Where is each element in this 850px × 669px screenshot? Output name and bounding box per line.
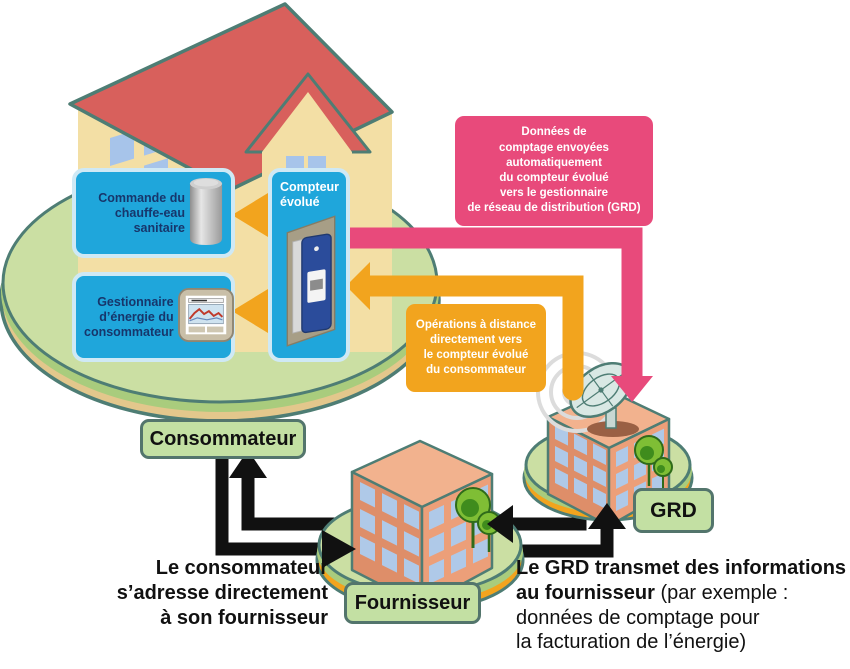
energy-display-icon [177, 287, 234, 347]
grd-label: GRD [633, 488, 714, 533]
water-heater-label: Commande du chauffe-eau sanitaire [98, 190, 185, 235]
meter-command-arrowheads [232, 193, 268, 333]
supplier-label: Fournisseur [344, 582, 481, 624]
smart-meter-icon [286, 215, 336, 347]
metering-data-arrow [350, 227, 653, 402]
water-heater-cylinder-icon [189, 175, 223, 252]
consumer-supplier-caption: Le consommateur s’adresse directement à … [116, 557, 328, 629]
metering-data-callout: Données de comptage envoyées automatique… [455, 116, 653, 226]
energy-manager-label: Gestionnaire d’énergie du consommateur [84, 294, 174, 339]
arrow-consumer-to-supplier [215, 450, 330, 556]
remote-operations-callout: Opérations à distance directement vers l… [406, 304, 546, 392]
energy-manager-box: Gestionnaire d’énergie du consommateur [72, 272, 235, 362]
consumer-label: Consommateur [140, 419, 306, 459]
tree-icon [455, 487, 501, 552]
smart-meter-box: Compteur évolué [268, 168, 350, 362]
grd-supplier-caption: Le GRD transmet des informations au four… [516, 556, 850, 655]
grd-supplier-caption-bold: Le GRD transmet des informations au four… [516, 557, 847, 604]
grd-supplier-caption-regular: (par exemple : données de comptage pour … [516, 581, 789, 654]
water-heater-control-box: Commande du chauffe-eau sanitaire [72, 168, 235, 258]
smart-meter-label: Compteur évolué [280, 180, 340, 209]
actor-arrowheads [229, 450, 626, 568]
remote-operations-arrow [346, 262, 584, 401]
tree-icon [634, 435, 673, 494]
